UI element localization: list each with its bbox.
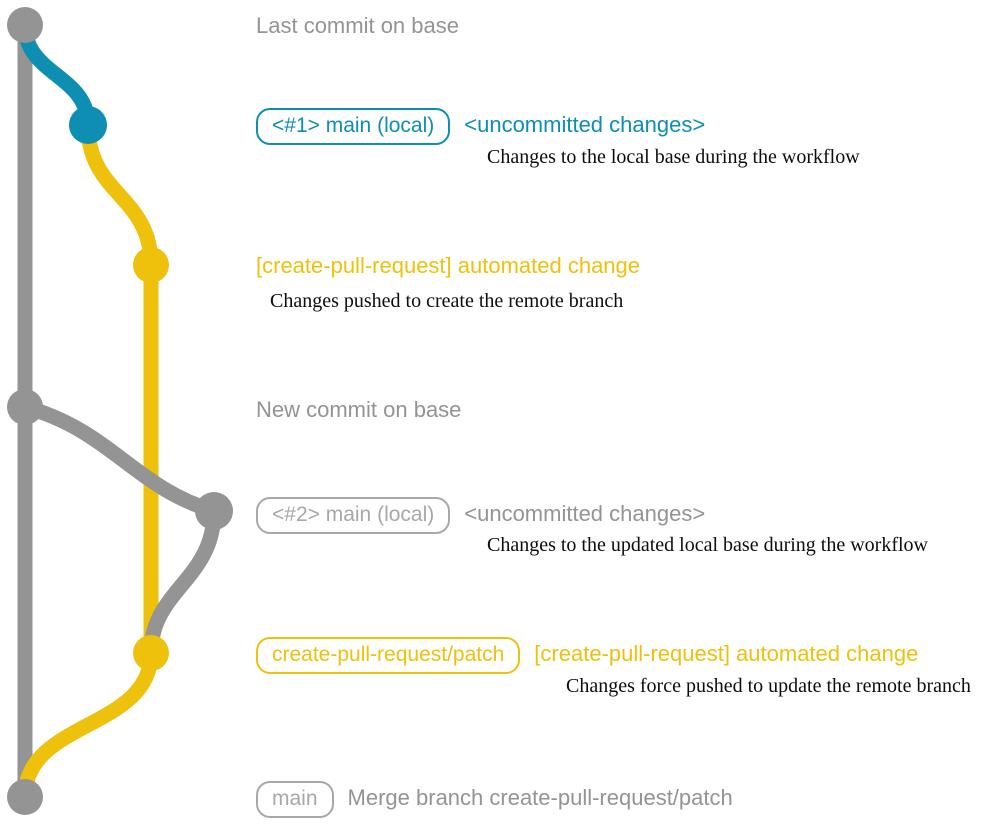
commit-row-patch-1: [create-pull-request] automated change bbox=[256, 255, 640, 277]
commit-subject-base-last: Last commit on base bbox=[256, 13, 459, 38]
commit-row-local-1: <#1> main (local) <uncommitted changes> bbox=[256, 108, 705, 145]
commit-row-patch-2: create-pull-request/patch [create-pull-r… bbox=[256, 637, 918, 674]
edge-base-new-to-local-2 bbox=[17, 399, 222, 519]
commit-node-local-1[interactable] bbox=[69, 106, 107, 144]
commit-node-local-2[interactable] bbox=[195, 492, 233, 530]
commit-detail-local-2: Changes to the updated local base during… bbox=[487, 534, 928, 556]
commit-node-patch-2[interactable] bbox=[133, 635, 169, 671]
commit-node-base-new[interactable] bbox=[7, 389, 43, 425]
commit-subject-local-1: <uncommitted changes> bbox=[464, 112, 706, 137]
branch-badge-main-local-1[interactable]: <#1> main (local) bbox=[256, 108, 451, 145]
commit-node-merge[interactable] bbox=[7, 779, 43, 815]
branch-badge-main-local-2[interactable]: <#2> main (local) bbox=[256, 497, 451, 534]
commit-subject-patch-2: [create-pull-request] automated change bbox=[534, 641, 919, 666]
commit-node-base-last[interactable] bbox=[7, 7, 43, 43]
commit-detail-patch-1: Changes pushed to create the remote bran… bbox=[270, 290, 624, 312]
branch-badge-main[interactable]: main bbox=[256, 781, 334, 818]
commit-detail-patch-2: Changes force pushed to update the remot… bbox=[566, 675, 971, 697]
commit-node-patch-1[interactable] bbox=[133, 247, 169, 283]
commit-subject-local-2: <uncommitted changes> bbox=[464, 501, 706, 526]
commit-subject-base-new: New commit on base bbox=[256, 397, 462, 422]
commit-detail-local-1: Changes to the local base during the wor… bbox=[487, 146, 860, 168]
commit-row-merge: main Merge branch create-pull-request/pa… bbox=[256, 781, 733, 818]
edge-local-2-to-patch-2 bbox=[143, 503, 222, 661]
commit-subject-patch-1: [create-pull-request] automated change bbox=[256, 253, 641, 278]
commit-row-base-new: New commit on base bbox=[256, 399, 461, 421]
edge-local-1-to-patch-1 bbox=[80, 117, 159, 273]
branch-badge-create-pull-request-patch[interactable]: create-pull-request/patch bbox=[256, 637, 521, 674]
edge-patch-2-to-merge bbox=[17, 645, 159, 805]
commit-row-base-last: Last commit on base bbox=[256, 15, 459, 37]
commit-subject-merge: Merge branch create-pull-request/patch bbox=[347, 785, 733, 810]
commit-row-local-2: <#2> main (local) <uncommitted changes> bbox=[256, 497, 705, 534]
